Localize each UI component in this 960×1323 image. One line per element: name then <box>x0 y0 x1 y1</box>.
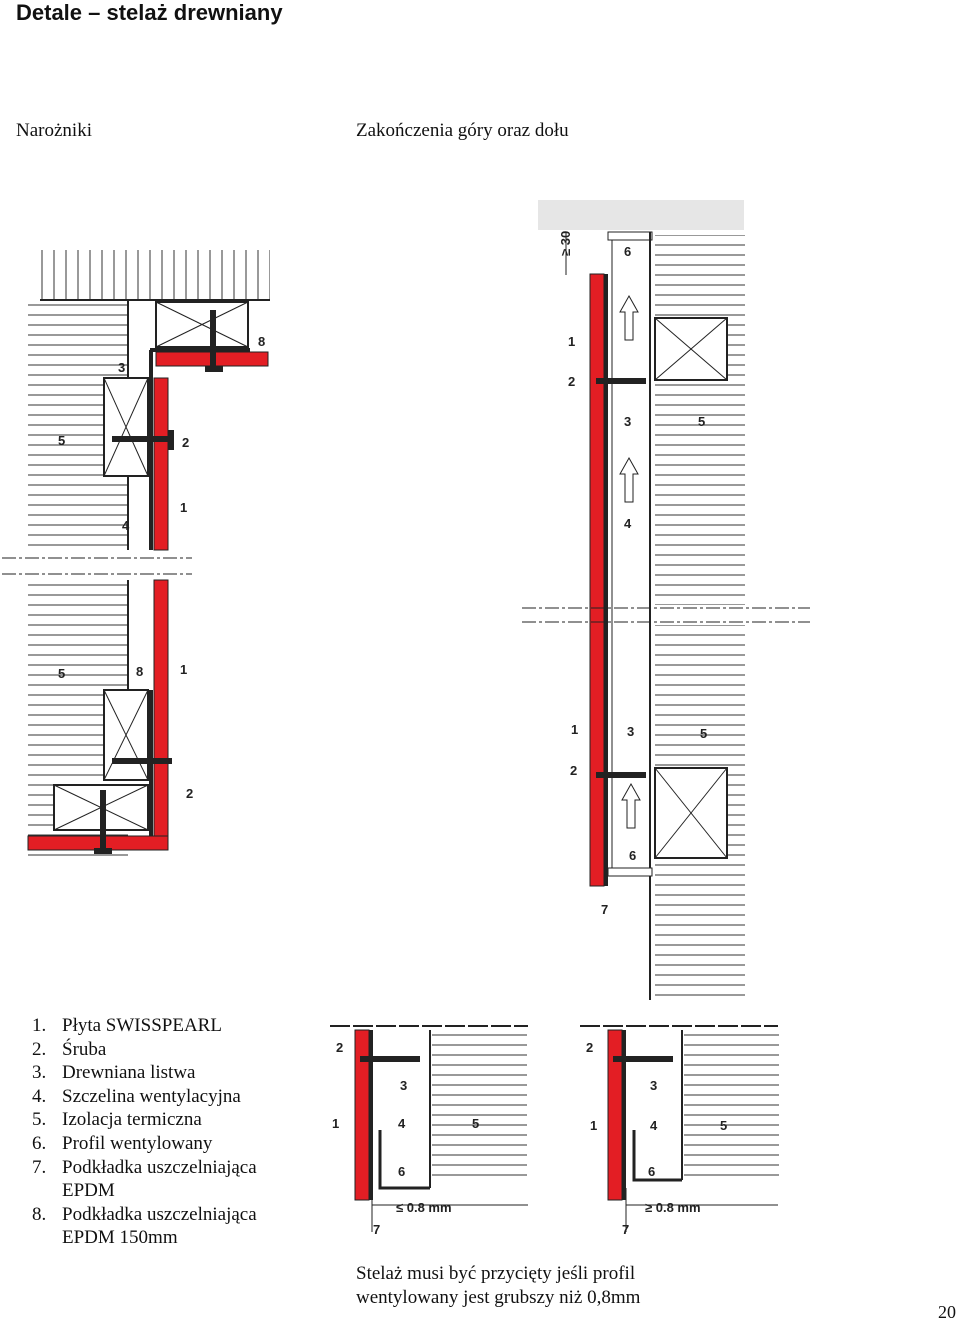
screw-icon <box>112 436 172 442</box>
svg-text:6: 6 <box>648 1164 655 1179</box>
svg-text:5: 5 <box>472 1116 479 1131</box>
screw-icon <box>112 758 172 764</box>
legend-item: 4.Szczelina wentylacyjna <box>32 1085 241 1107</box>
insulation-upper <box>655 235 745 605</box>
caption-line-2: wentylowany jest grubszy niż 0,8mm <box>356 1287 641 1308</box>
svg-text:8: 8 <box>258 334 265 349</box>
svg-text:2: 2 <box>568 374 575 389</box>
svg-text:1: 1 <box>180 662 187 677</box>
svg-text:1: 1 <box>180 500 187 515</box>
swisspearl-panel-vertical <box>589 273 605 887</box>
screw-icon <box>596 378 646 384</box>
svg-text:5: 5 <box>700 726 707 741</box>
profile-detail-thick: 2 3 1 4 5 6 ≥ 0.8 mm 7 <box>580 1025 779 1237</box>
svg-text:3: 3 <box>624 414 631 429</box>
svg-text:2: 2 <box>182 435 189 450</box>
swisspearl-panel-lower <box>153 579 169 841</box>
svg-text:6: 6 <box>629 848 636 863</box>
legend-list: 1.Płyta SWISSPEARL 2.Śruba 3.Drewniana l… <box>32 1014 272 1250</box>
screw-icon <box>613 1056 673 1062</box>
page-title: Detale – stelaż drewniany <box>16 0 283 25</box>
label-lt-0-8: ≤ 0.8 mm <box>396 1200 452 1215</box>
svg-text:1: 1 <box>568 334 575 349</box>
svg-text:6: 6 <box>624 244 631 259</box>
svg-text:4: 4 <box>650 1118 658 1133</box>
airflow-arrow-icon <box>619 456 639 503</box>
svg-text:3: 3 <box>118 360 125 375</box>
profile-detail-thin: 2 3 1 4 5 6 ≤ 0.8 mm 7 <box>330 1025 528 1237</box>
svg-text:2: 2 <box>186 786 193 801</box>
svg-text:1: 1 <box>590 1118 597 1133</box>
legend-item: 1.Płyta SWISSPEARL <box>32 1015 222 1036</box>
svg-text:2: 2 <box>336 1040 343 1055</box>
section-heading-top-bottom: Zakończenia góry oraz dołu <box>356 120 569 141</box>
svg-text:3: 3 <box>650 1078 657 1093</box>
screw-icon <box>360 1056 420 1062</box>
svg-text:4: 4 <box>398 1116 406 1131</box>
swisspearl-panel-left <box>153 377 169 551</box>
svg-text:5: 5 <box>58 666 65 681</box>
svg-text:4: 4 <box>624 516 632 531</box>
detail-caption: Stelaż musi być przycięty jeśli profil w… <box>356 1262 640 1310</box>
top-ledge <box>538 200 744 230</box>
screw-icon <box>100 790 106 850</box>
top-bottom-drawing: ≥ 30 6 1 2 3 5 4 1 3 <box>522 200 810 1000</box>
legend-item: 5.Izolacja termiczna <box>32 1109 202 1131</box>
swisspearl-panel-bottom <box>27 835 169 851</box>
svg-text:7: 7 <box>622 1222 629 1237</box>
svg-text:6: 6 <box>398 1164 405 1179</box>
airflow-arrow-icon <box>621 782 641 829</box>
legend-item: 8.Podkładka uszczelniająca EPDM 150mm <box>32 1203 257 1249</box>
legend-item: 6.Profil wentylowany <box>32 1132 213 1154</box>
label-gt-0-8: ≥ 0.8 mm <box>645 1200 701 1215</box>
caption-line-1: Stelaż musi być przycięty jeśli profil <box>356 1263 636 1284</box>
airflow-arrow-icon <box>619 294 639 341</box>
legend-item: 3.Drewniana listwa <box>32 1062 196 1084</box>
svg-text:5: 5 <box>58 433 65 448</box>
svg-text:3: 3 <box>400 1078 407 1093</box>
screw-icon <box>596 772 646 778</box>
page-number: 20 <box>938 1302 956 1322</box>
legend-item: 7.Podkładka uszczelniająca EPDM <box>32 1156 257 1202</box>
section-heading-corners: Narożniki <box>16 120 92 141</box>
svg-text:3: 3 <box>627 724 634 739</box>
corner-drawing: 3 8 5 2 1 4 5 8 1 2 <box>2 250 270 860</box>
svg-text:2: 2 <box>586 1040 593 1055</box>
svg-text:7: 7 <box>373 1222 380 1237</box>
svg-text:2: 2 <box>570 763 577 778</box>
svg-text:1: 1 <box>332 1116 339 1131</box>
screw-icon <box>210 310 216 370</box>
svg-text:7: 7 <box>601 902 608 917</box>
svg-text:5: 5 <box>698 414 705 429</box>
svg-text:4: 4 <box>122 518 130 533</box>
svg-text:1: 1 <box>571 722 578 737</box>
wall-insulation-top <box>40 250 270 300</box>
svg-text:8: 8 <box>136 664 143 679</box>
svg-text:5: 5 <box>720 1118 727 1133</box>
legend-item: 2.Śruba <box>32 1038 107 1060</box>
